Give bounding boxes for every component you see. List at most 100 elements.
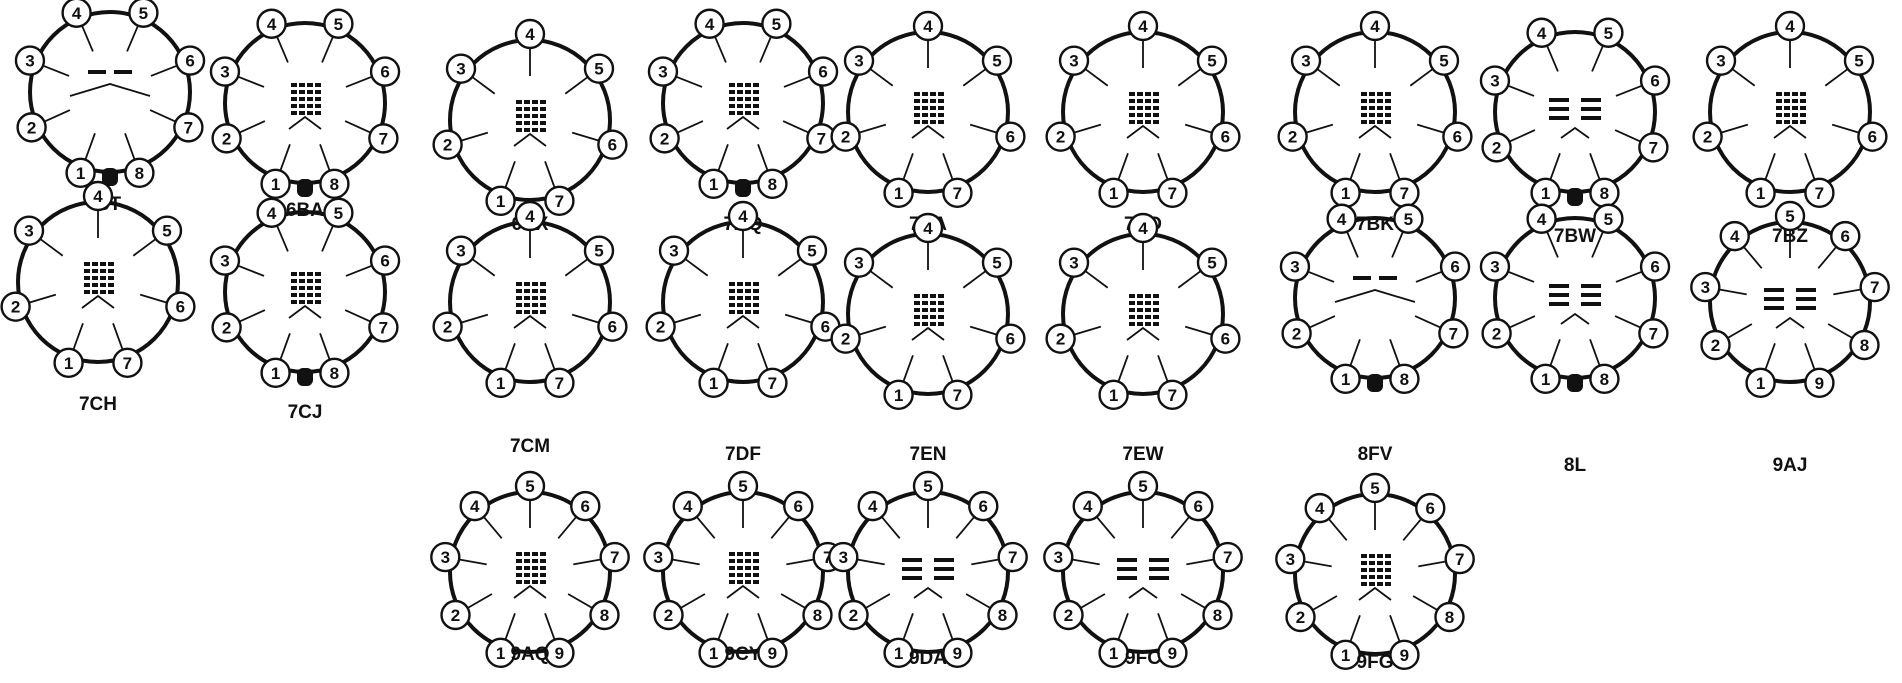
twin-section-element bbox=[1117, 576, 1137, 580]
pin-circle bbox=[82, 180, 114, 212]
pin-lead bbox=[783, 75, 813, 88]
grid-element bbox=[753, 303, 759, 307]
pin-lead bbox=[344, 120, 373, 135]
grid-element bbox=[524, 100, 530, 104]
grid-element bbox=[532, 289, 538, 293]
pin-label: 2 bbox=[1492, 324, 1501, 343]
grid-element bbox=[1129, 120, 1135, 124]
plate-element bbox=[88, 70, 106, 74]
pin-circle bbox=[1442, 121, 1473, 152]
grid-element bbox=[1153, 315, 1159, 319]
pin-circle bbox=[369, 245, 401, 276]
twin-section-element bbox=[934, 576, 954, 580]
pin-label: 5 bbox=[1207, 52, 1216, 71]
pin-label: 1 bbox=[1541, 184, 1550, 203]
cathode-chevron bbox=[513, 314, 547, 329]
pin-circle bbox=[16, 112, 47, 143]
grid-element bbox=[1377, 99, 1383, 103]
grid-element bbox=[729, 83, 735, 87]
grid-element bbox=[291, 104, 297, 108]
pin-lead bbox=[1402, 516, 1424, 541]
pin-lead bbox=[969, 325, 1000, 337]
pin-label: 5 bbox=[772, 15, 781, 34]
pin-lead bbox=[80, 23, 94, 52]
pin-lead bbox=[319, 333, 332, 362]
grid-element bbox=[1792, 92, 1798, 96]
pin-label: 9 bbox=[768, 644, 777, 663]
pin-label: 6 bbox=[1221, 330, 1230, 349]
pin-circle bbox=[658, 235, 690, 266]
pin-label: 3 bbox=[1490, 72, 1499, 91]
grid-element bbox=[291, 286, 297, 290]
pin-label: 2 bbox=[1711, 336, 1720, 355]
grid-element bbox=[540, 289, 546, 293]
pin-circle bbox=[128, 0, 159, 28]
pin-label: 4 bbox=[1370, 17, 1380, 36]
pin-lead bbox=[1310, 595, 1338, 612]
twin-section-element bbox=[1764, 306, 1784, 310]
pin-circle bbox=[432, 311, 463, 342]
grid-element bbox=[291, 83, 297, 87]
cathode-chevron bbox=[288, 115, 322, 130]
grid-element bbox=[745, 104, 751, 108]
pin-circle bbox=[698, 637, 729, 669]
grid-element bbox=[516, 282, 522, 286]
pin-circle bbox=[1053, 599, 1084, 631]
pin-circle bbox=[981, 45, 1013, 76]
pin-circle bbox=[761, 8, 792, 39]
grid-element bbox=[532, 282, 538, 286]
grid-element bbox=[914, 315, 920, 319]
pin-circle bbox=[968, 490, 999, 522]
pin-label: 3 bbox=[854, 52, 863, 71]
grid-element bbox=[914, 92, 920, 96]
grid-element bbox=[516, 310, 522, 314]
pin-label: 6 bbox=[1006, 128, 1015, 147]
grid-element bbox=[729, 310, 735, 314]
pin-circle bbox=[1434, 601, 1465, 633]
pin-lead bbox=[237, 120, 266, 135]
grid-element bbox=[291, 279, 297, 283]
grid-element bbox=[84, 269, 90, 273]
pin-label: 4 bbox=[1315, 499, 1325, 518]
pin-lead bbox=[1303, 123, 1334, 135]
pin-lead bbox=[1083, 67, 1109, 87]
pin-label: 1 bbox=[1341, 370, 1350, 389]
grid-element bbox=[540, 296, 546, 300]
pin-label: 7 bbox=[1649, 324, 1658, 343]
pin-label: 3 bbox=[1301, 52, 1310, 71]
grid-element bbox=[532, 559, 538, 563]
pin-circle bbox=[1444, 543, 1475, 575]
grid-element bbox=[540, 282, 546, 286]
pin-circle bbox=[1212, 541, 1243, 573]
pin-circle bbox=[1277, 121, 1308, 152]
pin-circle bbox=[440, 599, 471, 631]
pin-lead bbox=[458, 313, 489, 325]
twin-section-element bbox=[1764, 297, 1784, 301]
grid-element bbox=[914, 294, 920, 298]
pin-label: 5 bbox=[1604, 210, 1613, 229]
pin-circle bbox=[698, 367, 729, 399]
pin-label: 4 bbox=[1785, 17, 1795, 36]
pin-lead bbox=[1831, 123, 1862, 135]
pin-label: 3 bbox=[1069, 52, 1078, 71]
pin-lead bbox=[1184, 123, 1215, 135]
pin-lead bbox=[149, 109, 178, 124]
pin-label: 7 bbox=[555, 374, 564, 393]
pin-lead bbox=[1591, 229, 1605, 258]
grid-element bbox=[1361, 113, 1367, 117]
grid-element bbox=[938, 113, 944, 117]
grid-element bbox=[1800, 113, 1806, 117]
grid-element bbox=[1129, 315, 1135, 319]
grid-element bbox=[1137, 308, 1143, 312]
grid-element bbox=[745, 559, 751, 563]
grid-element bbox=[532, 128, 538, 132]
pin-lead bbox=[1804, 153, 1817, 182]
pin-circle bbox=[1157, 379, 1188, 411]
grid-element bbox=[1385, 113, 1391, 117]
pin-circle bbox=[1745, 367, 1776, 399]
twin-section-element bbox=[934, 567, 954, 571]
